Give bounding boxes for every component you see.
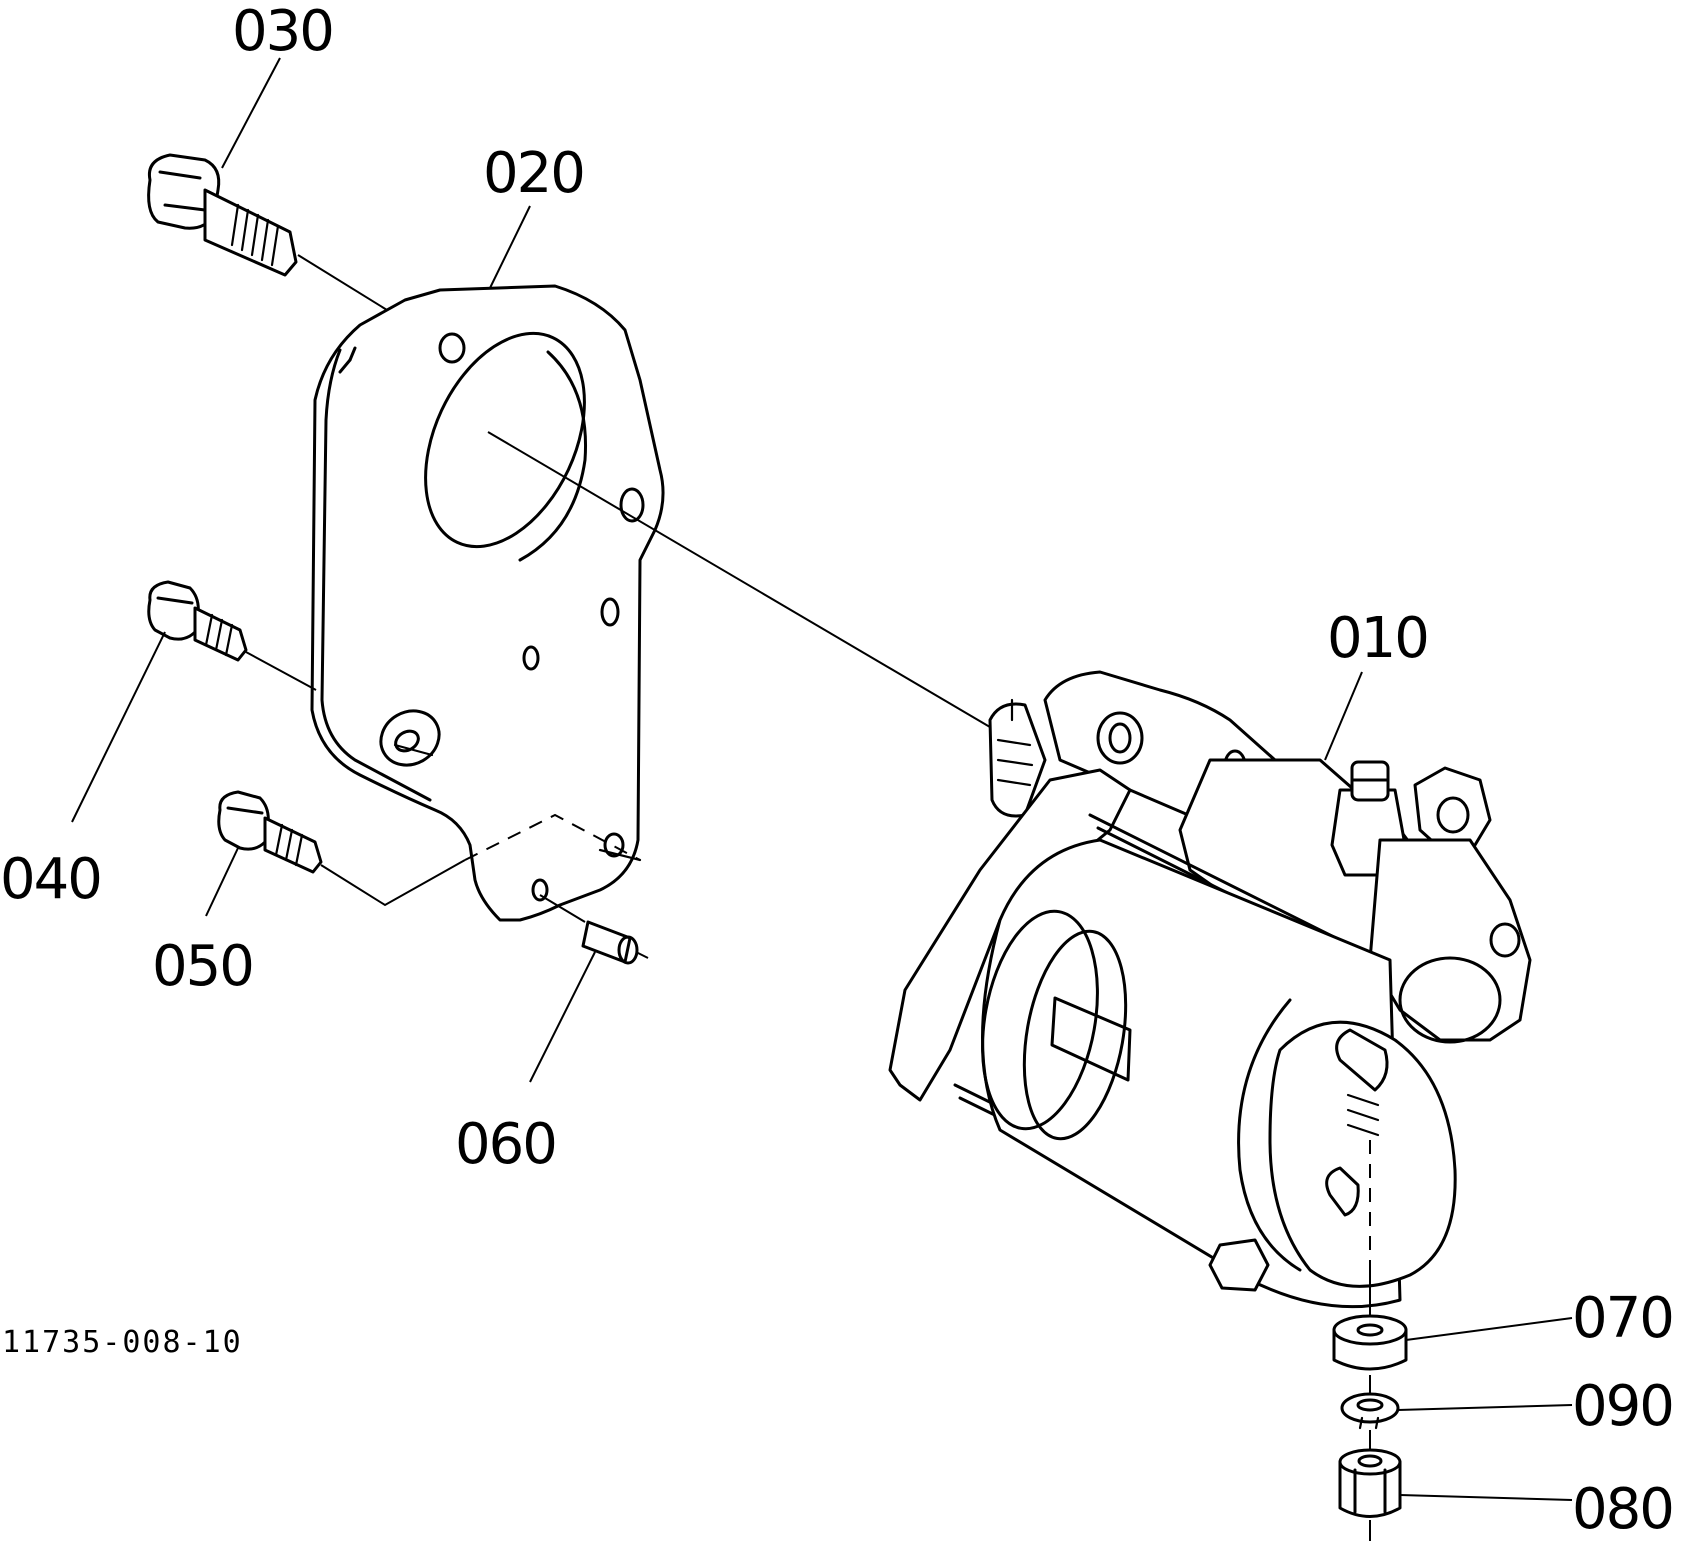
nut-080[interactable]	[1338, 1430, 1573, 1541]
leader-050	[205, 847, 239, 917]
lock-washer-090[interactable]	[1340, 1375, 1573, 1430]
mounting-plate-020[interactable]	[310, 284, 665, 922]
leader-060	[529, 951, 596, 1083]
callout-060: 060	[455, 1112, 556, 1177]
washer-070[interactable]	[1332, 1270, 1573, 1371]
callout-090: 090	[1572, 1374, 1673, 1439]
callout-070: 070	[1572, 1286, 1673, 1351]
callout-010: 010	[1327, 606, 1428, 671]
bolt-030[interactable]	[147, 153, 401, 319]
leader-010	[1324, 671, 1363, 761]
callout-040: 040	[0, 847, 101, 912]
assembly-axis-line	[487, 431, 996, 731]
callout-030: 030	[232, 0, 333, 64]
bolt-040[interactable]	[147, 580, 317, 691]
pin-060[interactable]	[539, 894, 649, 965]
leader-030	[221, 57, 281, 169]
callout-050: 050	[152, 934, 253, 999]
bolt-050[interactable]	[217, 790, 641, 907]
callout-080: 080	[1572, 1477, 1673, 1541]
leader-020	[489, 205, 531, 289]
starter-motor-010[interactable]	[888, 670, 1532, 1309]
callout-020: 020	[483, 141, 584, 206]
leader-040	[71, 631, 166, 823]
drawing-number: 11735-008-10	[2, 1325, 243, 1360]
